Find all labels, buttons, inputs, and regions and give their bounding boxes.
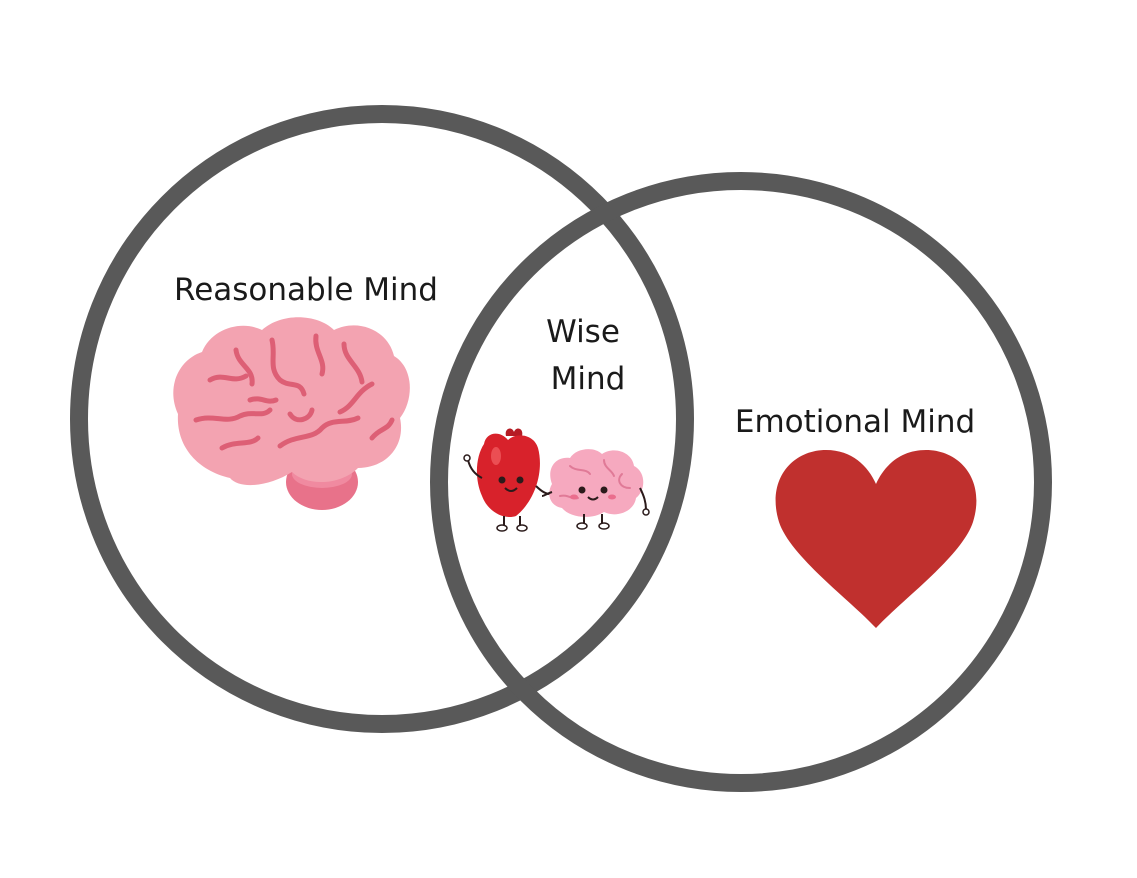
cartoon-heart-character — [463, 428, 551, 532]
reasonable-mind-label: Reasonable Mind — [174, 272, 438, 308]
venn-circles — [70, 105, 1052, 792]
reasonable-mind-circle — [70, 105, 694, 733]
brain-icon — [173, 317, 410, 510]
emotional-mind-circle — [430, 172, 1052, 792]
heart-icon — [775, 450, 977, 628]
heart-and-brain-holding-hands-illustration — [463, 428, 650, 532]
cartoon-brain-character — [541, 449, 650, 530]
wise-mind-label-line2: Mind — [551, 361, 626, 397]
emotional-mind-label: Emotional Mind — [735, 404, 975, 440]
wise-mind-label-line1: Wise — [546, 314, 620, 350]
